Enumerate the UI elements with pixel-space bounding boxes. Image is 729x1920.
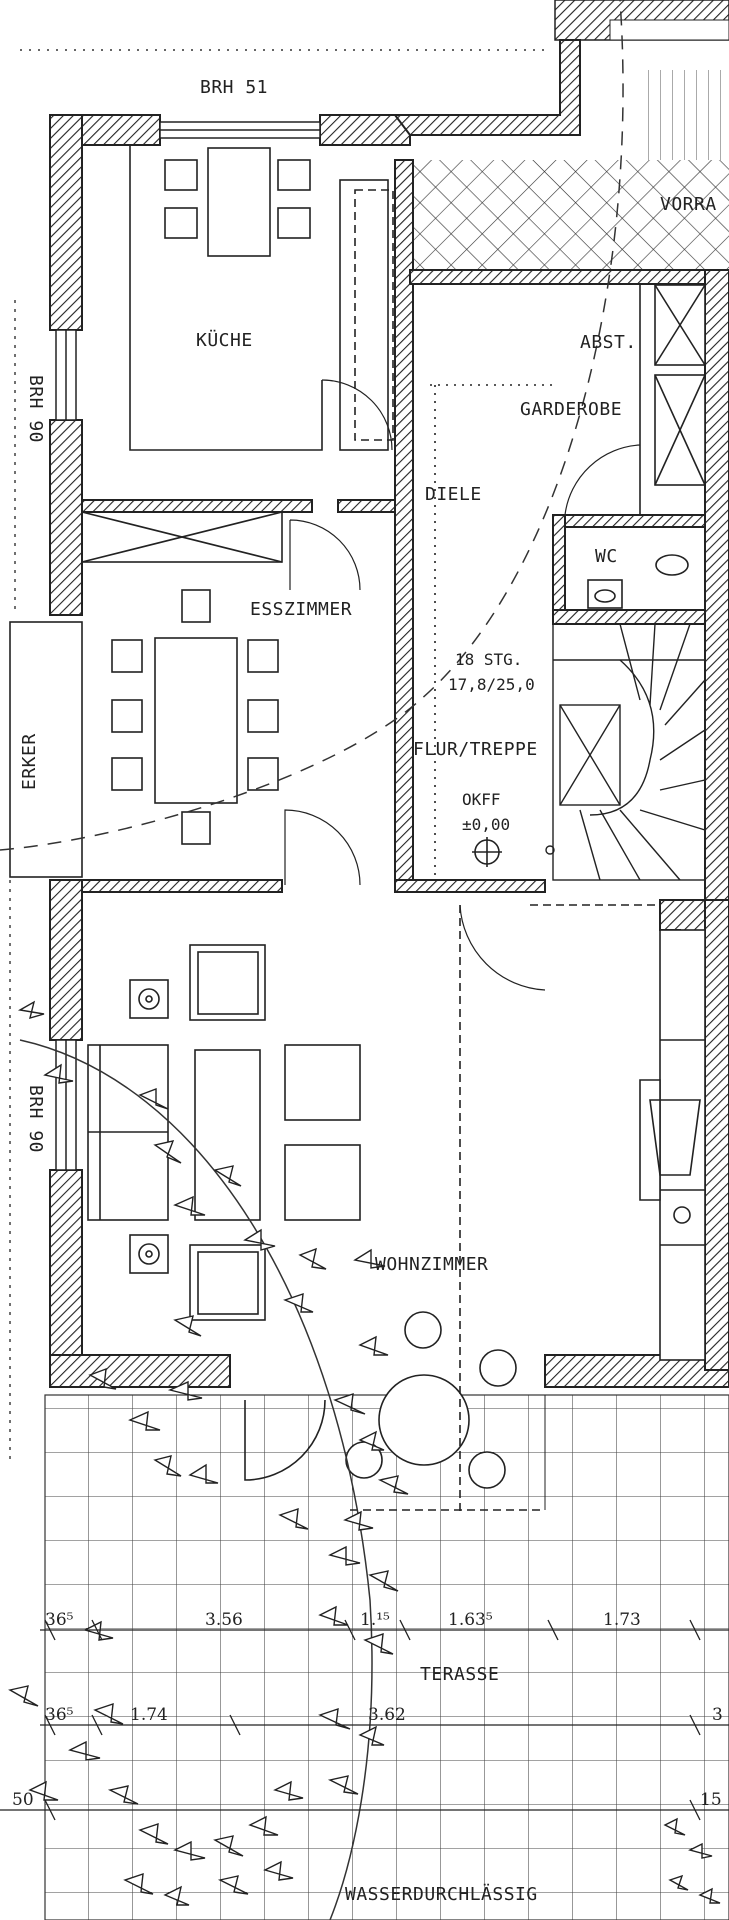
dim-row2-3: 3 <box>712 1705 723 1725</box>
tree-leaves <box>8 1000 721 1906</box>
windows <box>55 121 321 1171</box>
dim-row1-0: 36⁵ <box>45 1610 74 1630</box>
terrace-paving <box>44 1394 729 1920</box>
dining-furniture <box>81 511 361 886</box>
label-garderobe: GARDEROBE <box>520 399 622 420</box>
living-furniture <box>87 904 546 1515</box>
label-abst: ABST. <box>580 332 637 353</box>
label-kueche: KÜCHE <box>196 329 253 351</box>
label-okff-value: ±0,00 <box>462 815 510 834</box>
dim-row2-2: 3.62 <box>368 1705 406 1725</box>
vorraum-area <box>410 0 729 270</box>
label-vorraum: VORRA <box>660 194 717 215</box>
erker <box>9 621 83 878</box>
label-brh-left-lower: BRH 90 <box>25 1085 46 1153</box>
dim-row1-4: 1.73 <box>603 1610 641 1630</box>
label-flur-treppe: FLUR/TREPPE <box>413 739 538 760</box>
label-wasserdurchlaessig: WASSERDURCHLÄSSIG <box>345 1884 538 1905</box>
dim-row2-1: 1.74 <box>130 1705 168 1725</box>
label-steigung: 17,8/25,0 <box>448 675 535 694</box>
label-esszimmer: ESSZIMMER <box>250 599 352 620</box>
living-sideboard <box>639 929 706 1361</box>
label-erker: ERKER <box>19 733 40 790</box>
label-diele: DIELE <box>425 484 482 505</box>
stairs <box>530 623 706 906</box>
dim-row3-0: 50 <box>12 1790 34 1810</box>
label-wohnzimmer: WOHNZIMMER <box>375 1254 488 1275</box>
tree-crown-outline <box>0 0 624 1920</box>
label-wc: WC <box>595 546 618 567</box>
dim-row2-0: 36⁵ <box>45 1705 74 1725</box>
dim-row1-1: 3.56 <box>205 1610 243 1630</box>
dim-row1-2: 1.¹⁵ <box>360 1610 390 1630</box>
dimension-lines <box>0 1619 729 1821</box>
kitchen-furniture <box>129 145 394 451</box>
dim-row1-3: 1.63⁵ <box>448 1610 493 1630</box>
label-okff: OKFF <box>462 790 501 809</box>
hall-area <box>430 284 706 880</box>
label-terasse: TERASSE <box>420 1664 499 1685</box>
label-stufen: 18 STG. <box>455 650 522 669</box>
label-brh-top: BRH 51 <box>200 77 268 98</box>
walls <box>49 39 729 1388</box>
okff-symbol <box>472 837 502 867</box>
dim-row3-1: 15 <box>700 1790 722 1810</box>
property-lines-left <box>9 300 16 1460</box>
label-brh-left-upper: BRH 90 <box>25 375 46 443</box>
terrace-door <box>244 1395 546 1511</box>
